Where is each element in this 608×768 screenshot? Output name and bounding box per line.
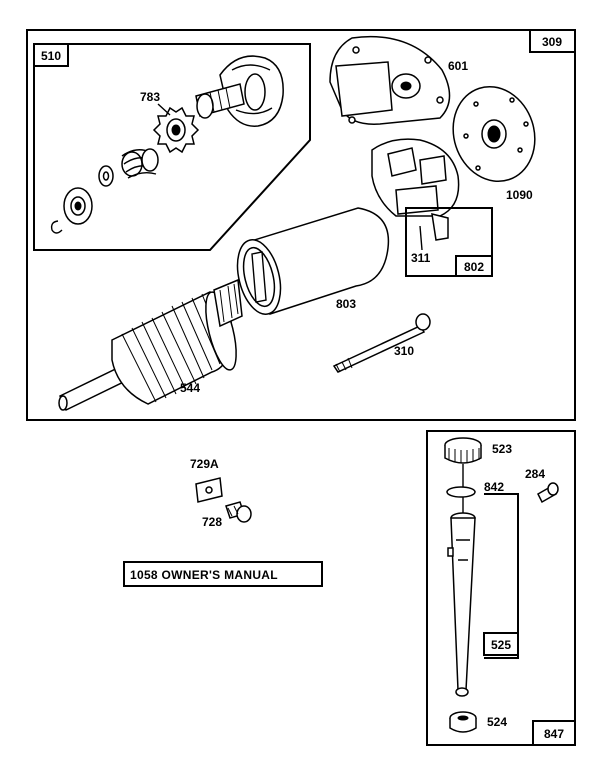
part-544-label: 544 (180, 381, 200, 395)
dipstick-cap (444, 437, 482, 516)
frame-847-label: 847 (544, 727, 564, 741)
frame-802-label: 802 (464, 260, 484, 274)
frame-309-tag (529, 29, 576, 53)
brush-kit-frame (405, 207, 493, 277)
part-783-label: 783 (140, 90, 160, 104)
dipstick-tube (447, 512, 476, 697)
through-bolt (332, 313, 431, 373)
frame-510-label: 510 (41, 49, 61, 63)
part-523-label: 523 (492, 442, 512, 456)
starter-frame (26, 29, 576, 421)
frame-309-label: 309 (542, 35, 562, 49)
frame-847-tag (532, 720, 576, 746)
washer (98, 165, 114, 187)
part-1090-label: 1090 (506, 188, 533, 202)
o-ring (446, 486, 476, 498)
owners-manual-box (123, 561, 323, 587)
tube-screw (537, 482, 559, 504)
drive-end-cap (329, 35, 451, 125)
bracket-screw (225, 501, 252, 523)
part-728-label: 728 (202, 515, 222, 529)
tube-grommet (449, 711, 477, 733)
pinion-gear (152, 106, 200, 154)
part-311-label: 311 (411, 251, 431, 265)
retaining-ring (50, 220, 63, 234)
gear-kit-frame (33, 43, 311, 251)
drive-pinion-assembly (195, 55, 284, 127)
part-601-label: 601 (448, 59, 468, 73)
owners-manual-label: 1058 OWNER'S MANUAL (130, 568, 278, 582)
mounting-bracket (195, 477, 223, 503)
frame-510-tag (33, 43, 69, 67)
frame-525-label: 525 (491, 638, 511, 652)
part-842-label: 842 (484, 480, 504, 494)
part-284-label: 284 (525, 467, 545, 481)
tube-assy-frame (484, 493, 519, 659)
part-729a-label: 729A (190, 457, 219, 471)
frame-802-tag (455, 255, 493, 277)
spring (121, 148, 159, 179)
collar (63, 187, 93, 225)
frame-525-tag (483, 632, 519, 656)
armature (58, 278, 243, 412)
part-803-label: 803 (336, 297, 356, 311)
part-310-label: 310 (394, 344, 414, 358)
end-plate (452, 85, 536, 183)
part-524-label: 524 (487, 715, 507, 729)
motor-housing (236, 207, 390, 315)
dipstick-frame (426, 430, 576, 746)
brush-holder (371, 138, 460, 241)
